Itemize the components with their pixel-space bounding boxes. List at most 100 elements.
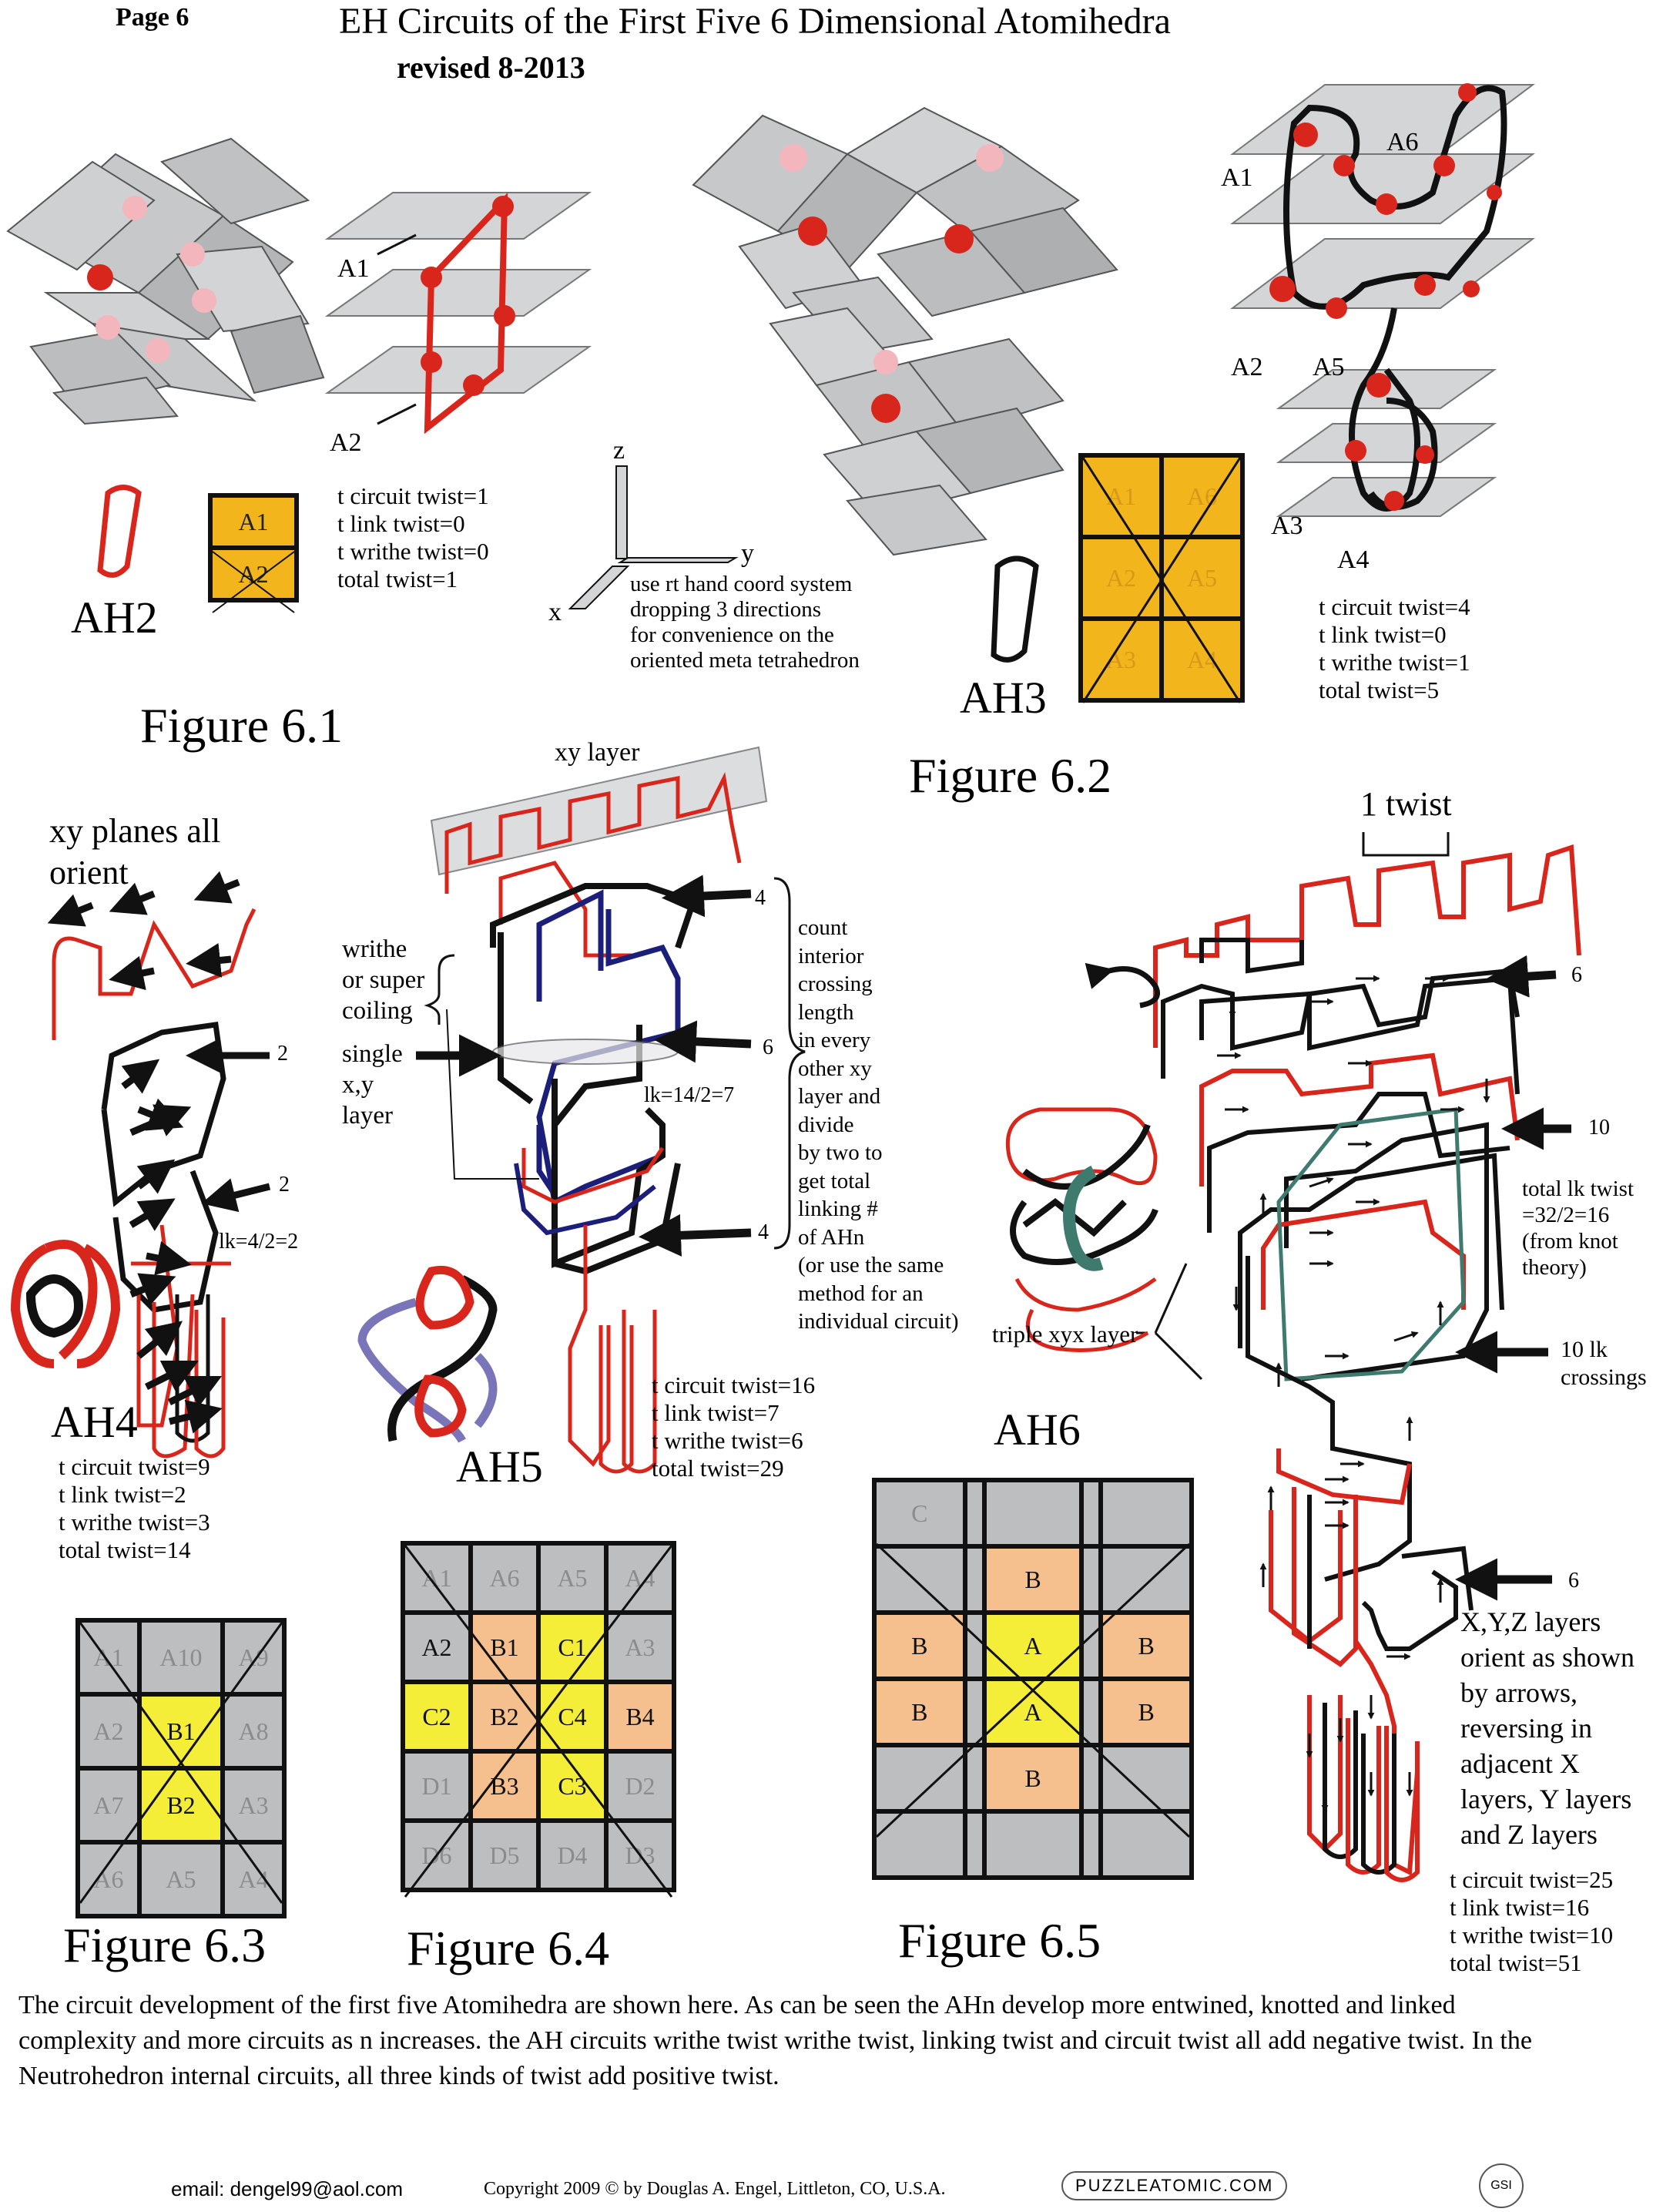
- ah6-cell: [1098, 1478, 1194, 1549]
- ah6-cell: [962, 1809, 987, 1880]
- ah6-orient-note: X,Y,Z layers orient as shown by arrows, …: [1460, 1604, 1635, 1852]
- ah2-stat-link: t link twist=0: [337, 510, 465, 537]
- writhe-brace: [424, 954, 455, 1025]
- count-note-line: in every: [798, 1028, 871, 1052]
- lk-note-line: (from knot: [1522, 1229, 1618, 1254]
- ah4-cell: A3: [220, 1766, 287, 1844]
- ah6-cell: [1078, 1610, 1104, 1681]
- figure-6-4-caption: Figure 6.4: [407, 1921, 610, 1975]
- ah6-stat-total: total twist=51: [1450, 1949, 1582, 1976]
- ah5-cell: C4: [536, 1680, 609, 1754]
- ah4-cell: A4: [220, 1840, 287, 1918]
- ah5-cell: C1: [536, 1610, 609, 1684]
- ah4-crossing-count: 2: [279, 1173, 290, 1197]
- orient-note-line: reversing in: [1460, 1713, 1592, 1744]
- ah5-cell: A2: [401, 1610, 473, 1684]
- ah3-table: A1 A6 A2 A5 A3 A4: [1078, 453, 1245, 703]
- ah6-circuit: [1153, 832, 1581, 1882]
- ah6-cell: B: [1098, 1677, 1194, 1747]
- orient-note-line: adjacent X: [1460, 1748, 1580, 1779]
- ah4-cell: B1: [136, 1692, 226, 1771]
- ah6-cell: [872, 1544, 967, 1615]
- ah3-layer-label-a6: A6: [1386, 128, 1419, 156]
- ah4-cell: A1: [75, 1618, 142, 1697]
- ah5-cell: D1: [401, 1749, 473, 1823]
- revised-date: revised 8-2013: [397, 50, 585, 85]
- single-note-line: x,y: [342, 1071, 374, 1099]
- writhe-note-line: coiling: [342, 997, 413, 1025]
- ah6-cell: C: [872, 1478, 967, 1549]
- count-note-line: crossing: [798, 972, 873, 996]
- single-note-line: layer: [342, 1102, 393, 1129]
- ah4-stat-link: t link twist=2: [59, 1481, 186, 1508]
- footer-seal: GSI: [1479, 2163, 1524, 2208]
- count-note-line: by two to: [798, 1140, 883, 1165]
- ah6-table: C B B A B B A B B: [872, 1478, 1194, 1880]
- ah4-knot: [10, 1240, 121, 1368]
- ah6-cell: [1098, 1809, 1194, 1880]
- count-note-line: divide: [798, 1112, 854, 1137]
- orient-note-line: by arrows,: [1460, 1677, 1578, 1708]
- ah5-cell: D3: [604, 1818, 676, 1892]
- ah4-stats: t circuit twist=9 t link twist=2 t writh…: [59, 1453, 210, 1564]
- coord-note-line: for convenience on the: [630, 623, 834, 647]
- ah3-layer-label-a2: A2: [1231, 353, 1263, 381]
- ah4-label: AH4: [51, 1397, 138, 1447]
- ah5-cell: C3: [536, 1749, 609, 1823]
- ah3-layer-label-a4: A4: [1337, 545, 1370, 574]
- figure-6-3-caption: Figure 6.3: [63, 1918, 267, 1972]
- ah6-cell: B: [1098, 1610, 1194, 1681]
- ah4-cell: A8: [220, 1692, 287, 1771]
- ah4-circuit: [52, 908, 256, 1458]
- ah4-cell: A2: [75, 1692, 142, 1771]
- ah3-layer-label-a3: A3: [1271, 512, 1303, 540]
- ah2-layer-planes: [324, 192, 592, 435]
- ah6-cell: [1078, 1544, 1104, 1615]
- ah6-cell: [1078, 1809, 1104, 1880]
- ah6-cell: [962, 1610, 987, 1681]
- lk-note-line: theory): [1522, 1255, 1587, 1280]
- lk-crossings-line: 10 lk: [1561, 1337, 1608, 1362]
- ah2-tile-cluster: [6, 137, 325, 425]
- ah4-heading-line: xy planes all: [49, 812, 221, 850]
- ah3-stat-total: total twist=5: [1319, 676, 1440, 703]
- ah5-cell: A1: [401, 1541, 473, 1615]
- page-title: EH Circuits of the First Five 6 Dimensio…: [339, 1, 1171, 42]
- footer-email: email: dengel99@aol.com: [171, 2177, 404, 2200]
- ah4-cell: A6: [75, 1840, 142, 1918]
- count-note-line: linking #: [798, 1197, 878, 1221]
- ah2-cell: A1: [208, 493, 299, 550]
- ah3-stats: t circuit twist=4 t link twist=0 t writh…: [1319, 593, 1470, 704]
- ah2-layer-label-a2: A2: [330, 428, 362, 457]
- ah3-label: AH3: [960, 673, 1047, 723]
- footer-logo: PUZZLEATOMIC.COM: [1061, 2171, 1288, 2200]
- ah6-cell: [1098, 1743, 1194, 1814]
- ah6-twist-title: 1 twist: [1360, 785, 1452, 823]
- ah6-knot: [1005, 1107, 1158, 1352]
- ah3-stat-writhe: t writhe twist=1: [1319, 649, 1470, 676]
- ah3-cell: A6: [1159, 453, 1245, 539]
- writhe-note-line: or super: [342, 966, 425, 994]
- count-note-line: length: [798, 999, 854, 1025]
- ah4-heading-line: orient: [49, 854, 129, 891]
- ah5-lk-note: lk=14/2=7: [644, 1083, 735, 1107]
- ah6-direction-arrows: [1217, 975, 1490, 1812]
- ah5-knot: [357, 1265, 498, 1443]
- ah6-cell: [1078, 1677, 1104, 1747]
- ah4-cell: A10: [136, 1618, 226, 1697]
- ah4-table: A1 A10 A9 A2 B1 A8 A7 B2 A3 A6 A5 A4: [75, 1618, 287, 1918]
- axis-y-label: y: [741, 539, 754, 568]
- count-note-line: count: [798, 915, 848, 940]
- ah3-cell: A3: [1078, 616, 1164, 703]
- ah6-stats: t circuit twist=25 t link twist=16 t wri…: [1450, 1866, 1613, 1977]
- ah5-cell: A5: [536, 1541, 609, 1615]
- ah2-stats: t circuit twist=1 t link twist=0 t writh…: [337, 482, 489, 593]
- ah5-brace: [773, 877, 806, 1250]
- lk-note-line: total lk twist: [1522, 1176, 1634, 1201]
- ah5-table: A1 A6 A5 A4 A2 B1 C1 A3 C2 B2 C4 B4 D1 B…: [401, 1541, 676, 1892]
- count-note-line: layer and: [798, 1084, 881, 1109]
- ah4-cell: B2: [136, 1766, 226, 1844]
- ah6-cell: A: [982, 1610, 1084, 1681]
- ah5-cell: B4: [604, 1680, 676, 1754]
- twist-arrow-icon: [1085, 962, 1160, 1009]
